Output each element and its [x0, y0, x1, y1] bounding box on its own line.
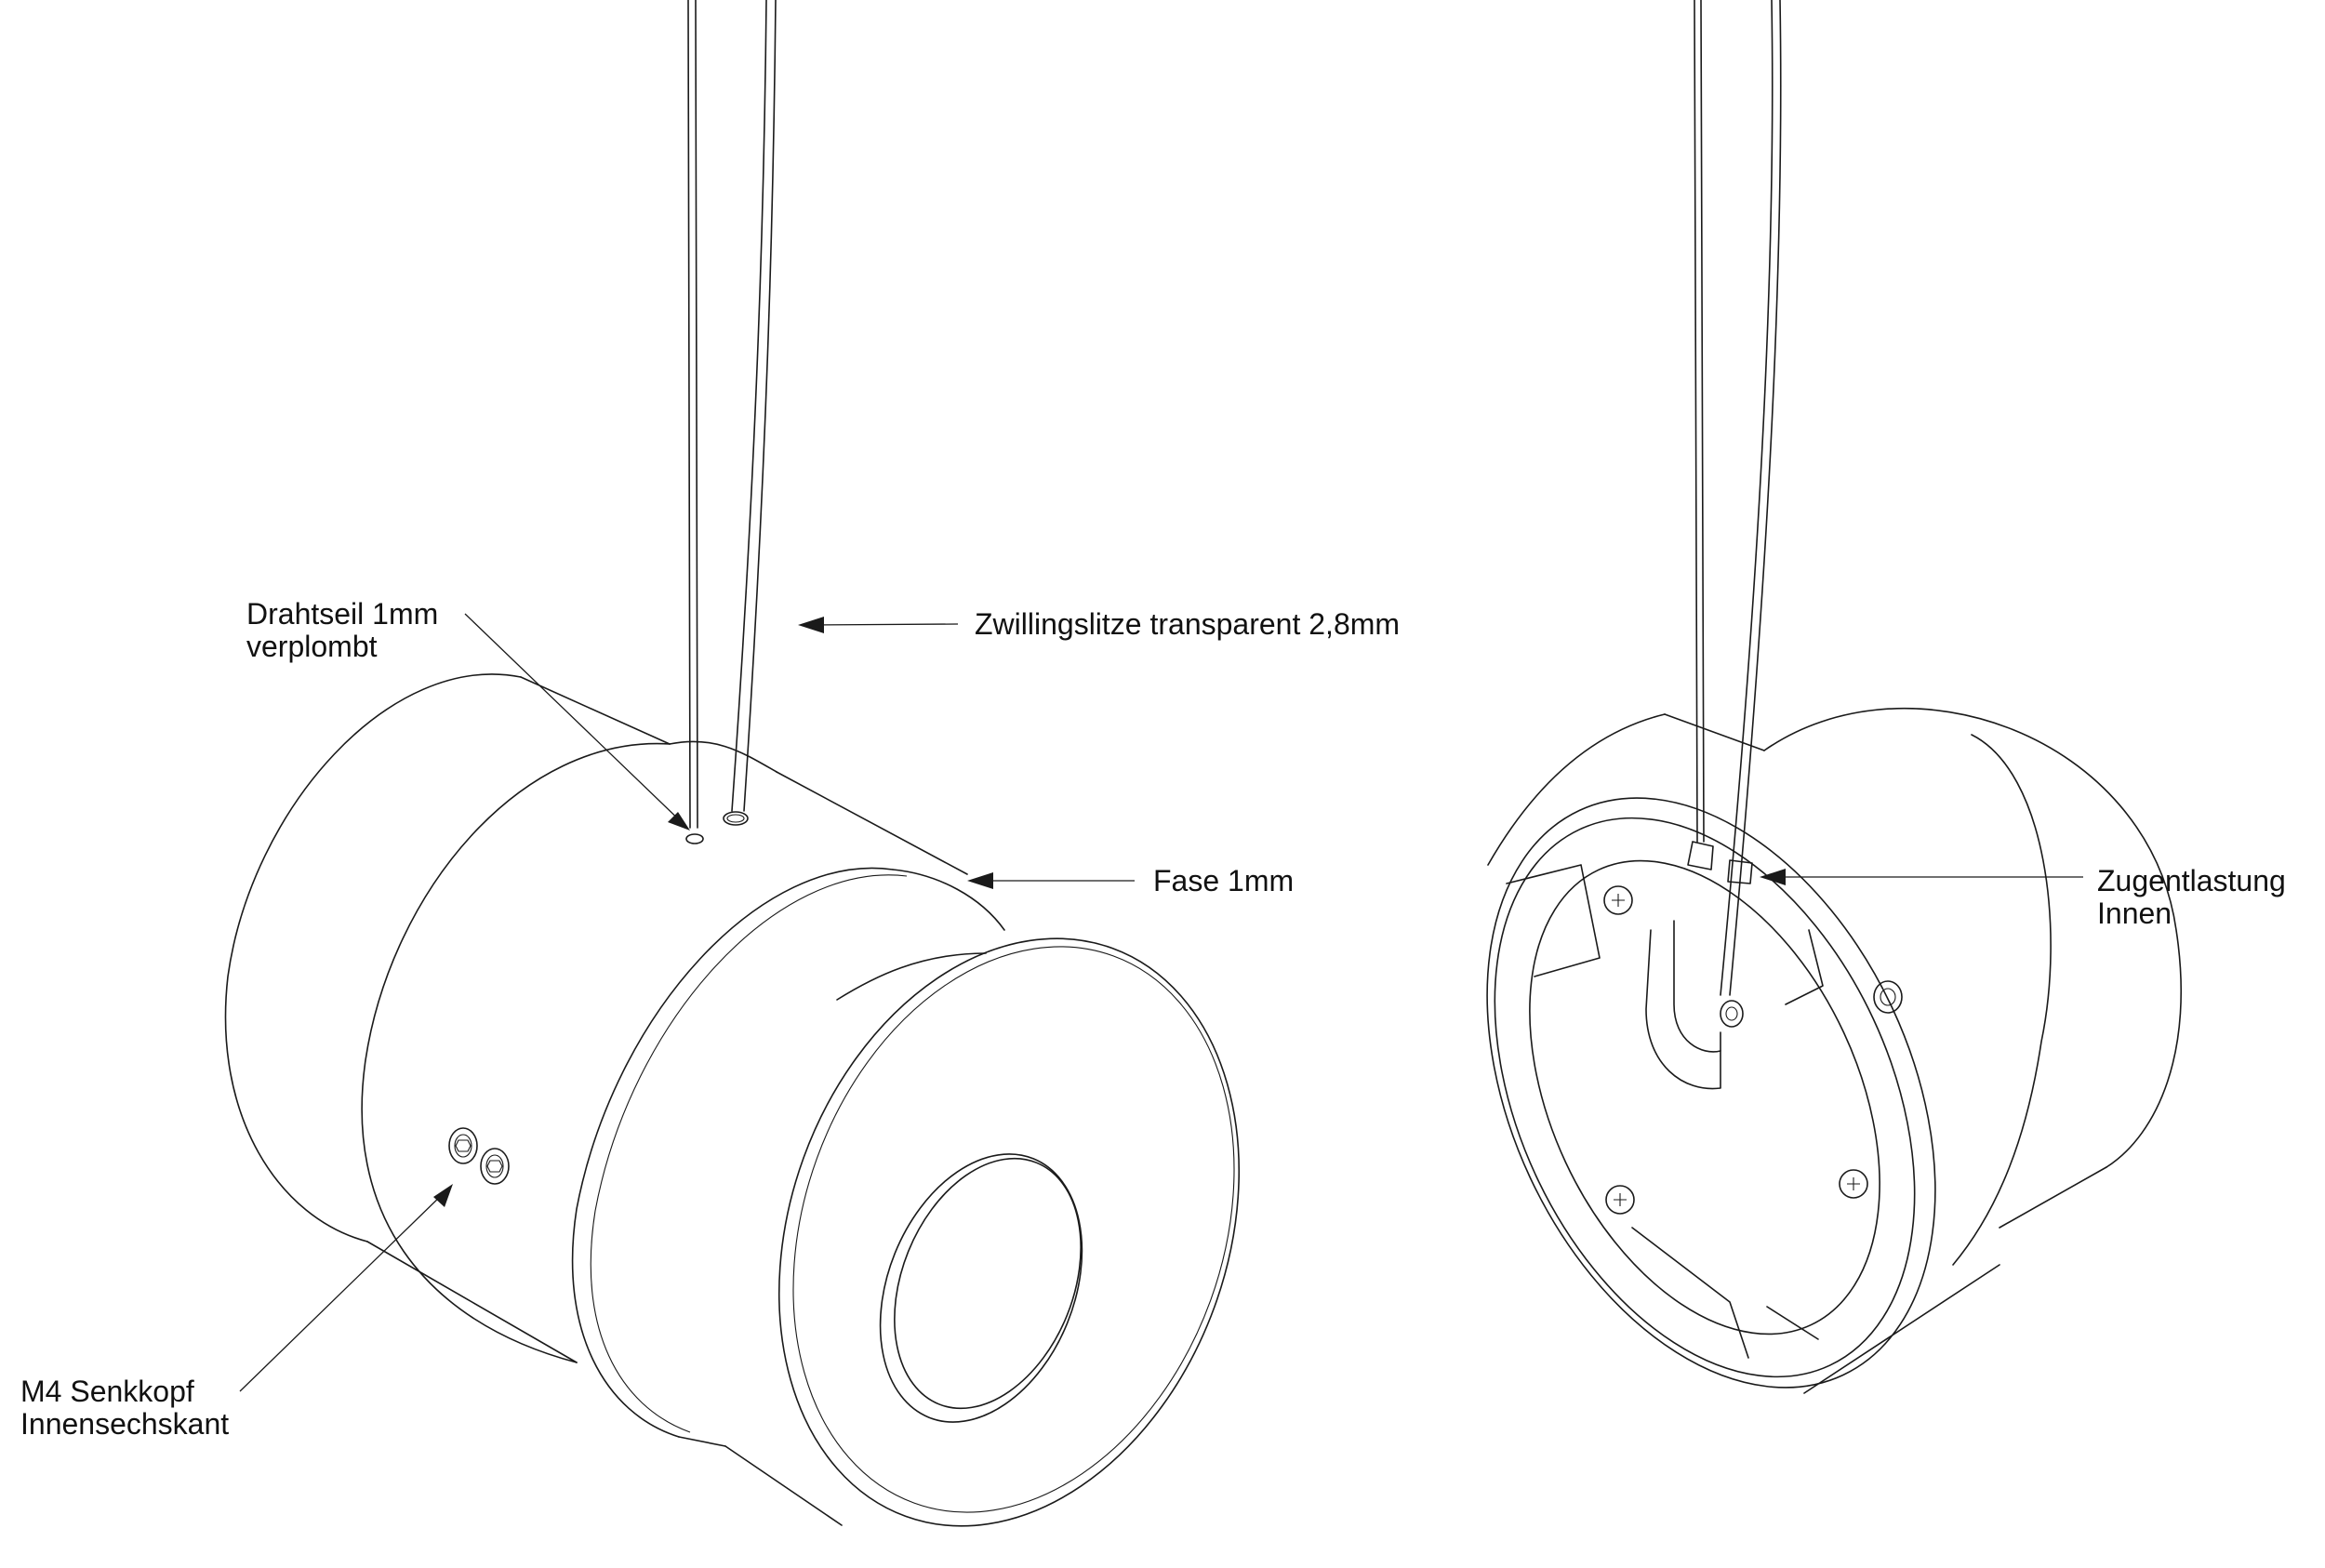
suspension-wires-right	[1694, 0, 1782, 996]
inner-plate	[1506, 859, 1880, 1359]
label-zugentlastung: Zugentlastung Innen	[2097, 865, 2286, 930]
leader-arrow	[967, 872, 993, 889]
label-drahtseil: Drahtseil 1mm verplombt	[246, 598, 438, 663]
label-zugentlastung-line2: Innen	[2097, 897, 2172, 930]
rear-housing-back	[1664, 708, 2183, 1266]
open-back-ring	[1486, 713, 2000, 1394]
label-drahtseil-line1: Drahtseil 1mm	[246, 597, 439, 631]
wire-holes	[685, 811, 749, 844]
label-m4-line2: Innensechskant	[20, 1407, 230, 1441]
leader-arrow	[1760, 869, 1786, 885]
strain-relief-clip	[1687, 841, 1753, 884]
label-fase-line1: Fase 1mm	[1153, 864, 1295, 897]
label-zugentlastung-line1: Zugentlastung	[2097, 864, 2286, 897]
label-drahtseil-line2: verplombt	[246, 630, 378, 663]
hex-socket-screw-icon	[448, 1127, 510, 1185]
leader-lines	[239, 613, 2083, 1392]
lamp-rear-view	[1486, 0, 2183, 1394]
label-zwillingslitze-line1: Zwillingslitze transparent 2,8mm	[975, 607, 1401, 641]
label-m4-line1: M4 Senkkopf	[20, 1375, 194, 1408]
lamp-front-view	[224, 0, 1241, 1527]
label-fase: Fase 1mm	[1153, 865, 1294, 897]
label-zwillingslitze: Zwillingslitze transparent 2,8mm	[975, 608, 1400, 641]
leader-arrow	[433, 1184, 453, 1207]
leader-arrow	[798, 617, 824, 633]
front-cylinder	[724, 937, 1241, 1527]
label-m4-senkkopf: M4 Senkkopf Innensechskant	[20, 1375, 229, 1441]
chamfer-ring	[571, 867, 1005, 1447]
suspension-wires-left	[687, 0, 777, 829]
leader-arrow	[668, 812, 690, 831]
phillips-screw-icon	[1603, 885, 1903, 1215]
rear-housing	[224, 673, 968, 1363]
